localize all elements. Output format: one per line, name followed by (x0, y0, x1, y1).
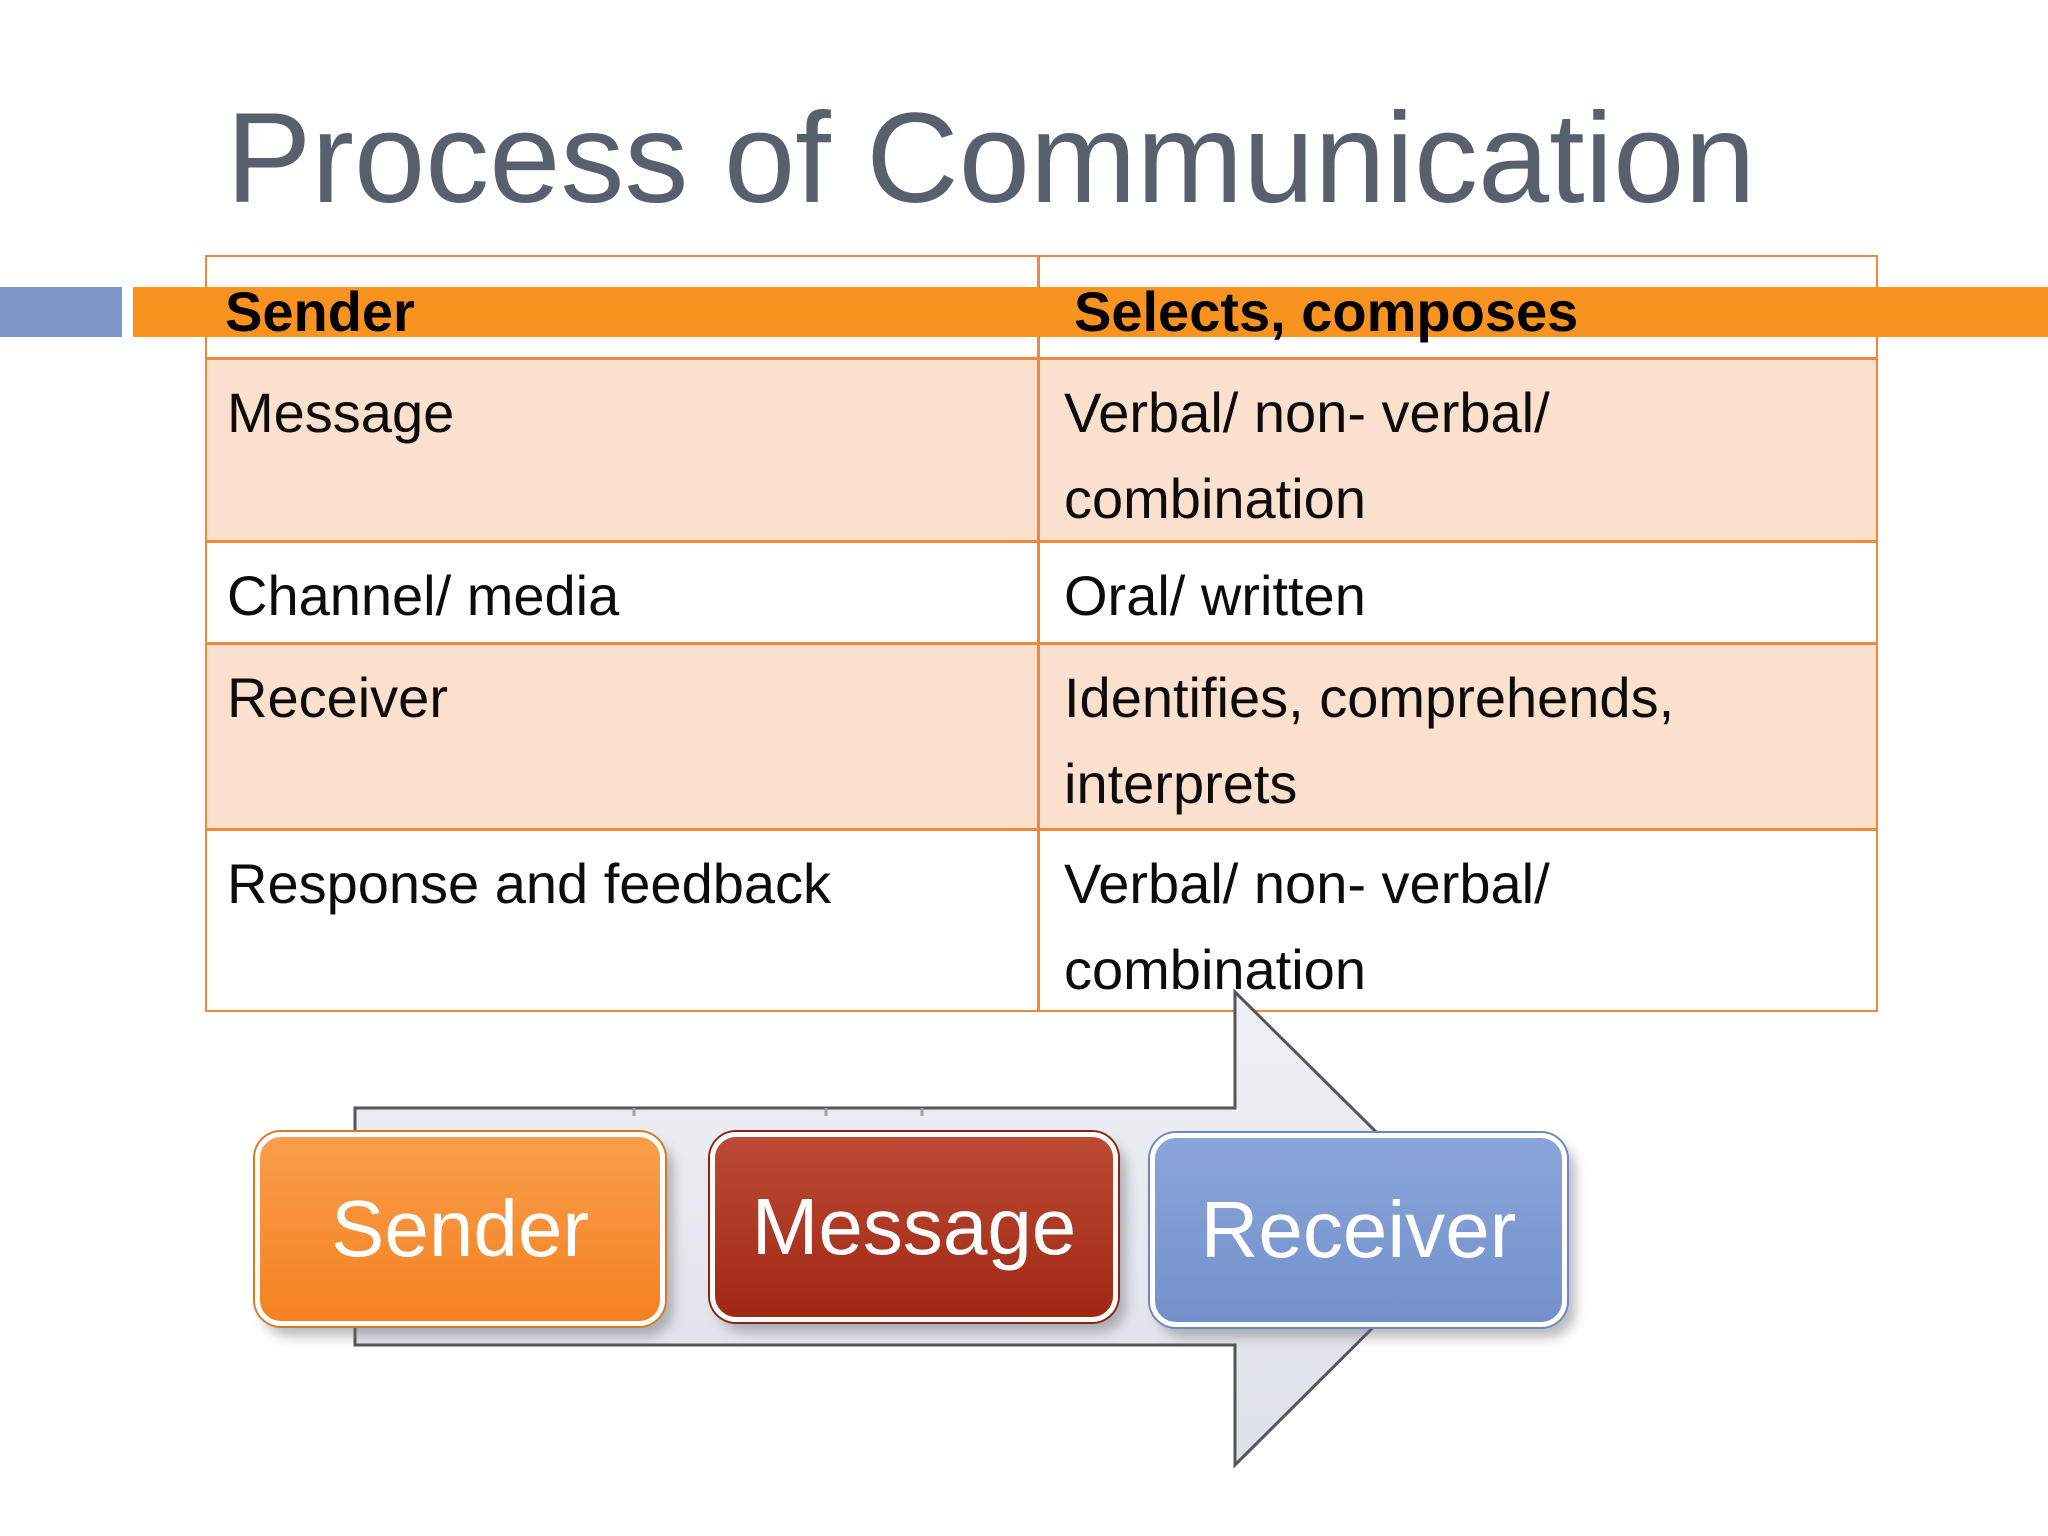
cell-description: Oral/ written (1064, 564, 1366, 627)
table-row: Message Verbal/ non- verbal/ combination (207, 357, 1876, 540)
cell-description: Verbal/ non- verbal/ combination (1064, 381, 1550, 530)
table-row: Response and feedback Verbal/ non- verba… (207, 828, 1876, 1011)
cell-term: Response and feedback (207, 831, 1040, 1011)
page-title: Process of Communication (226, 87, 1756, 230)
header-cell-selects: Selects, composes (1074, 280, 1579, 343)
sender-box-label: Sender (331, 1184, 589, 1273)
sender-box: Sender (255, 1132, 665, 1326)
cell-term: Message (207, 360, 1040, 540)
receiver-box-label: Receiver (1200, 1185, 1517, 1274)
table-header-band: Sender Selects, composes (133, 280, 2048, 343)
receiver-box: Receiver (1150, 1133, 1567, 1327)
message-box: Message (710, 1132, 1118, 1322)
message-box-label: Message (751, 1182, 1077, 1271)
accent-bar (0, 287, 122, 337)
cell-description: Verbal/ non- verbal/ combination (1064, 852, 1550, 1001)
table-row: Channel/ media Oral/ written (207, 540, 1876, 642)
table-row: Receiver Identifies, comprehends, interp… (207, 642, 1876, 828)
cell-term: Channel/ media (207, 543, 1040, 642)
cell-description: Identifies, comprehends, interprets (1064, 666, 1675, 815)
process-table: Message Verbal/ non- verbal/ combination… (205, 255, 1878, 1012)
cell-term: Receiver (207, 645, 1040, 828)
header-cell-sender: Sender (225, 280, 415, 343)
